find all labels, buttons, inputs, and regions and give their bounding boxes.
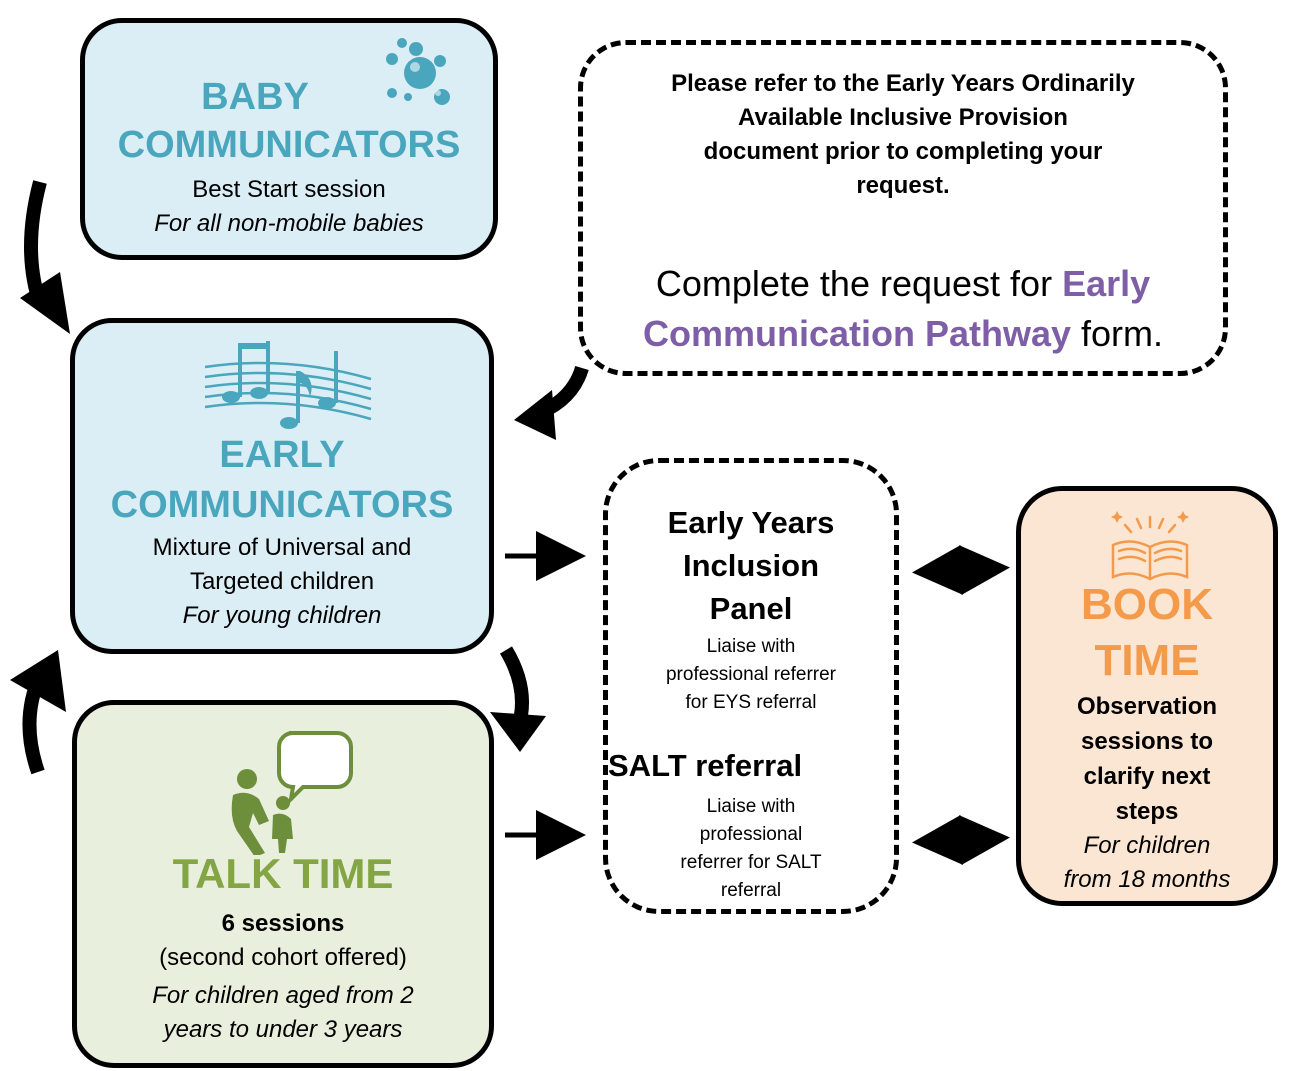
info-bold-line3: document prior to completing your <box>703 138 1103 165</box>
talk-sessions-text: 6 sessions <box>221 910 345 937</box>
early-audience-text: For young children <box>182 602 382 629</box>
arrow-info-to-early <box>514 365 589 440</box>
info-bold-line4: request. <box>856 172 950 199</box>
early-communicators-box: EARLY COMMUNICATORS Mixture of Universal… <box>70 318 494 654</box>
panel-desc1-line3: for EYS referral <box>685 692 817 713</box>
open-book-sparkle-icon <box>1111 511 1189 581</box>
baby-title-line2: COMMUNICATORS <box>117 124 461 166</box>
baby-audience-text: For all non-mobile babies <box>154 210 424 237</box>
early-title-line1: EARLY <box>219 434 345 476</box>
book-time-box: BOOK TIME Observation sessions to clarif… <box>1016 486 1278 906</box>
panel-title-line2: Inclusion <box>682 548 820 583</box>
panel-desc2-line3: referrer for SALT <box>680 852 822 873</box>
panel-desc2-line4: referral <box>720 880 782 901</box>
book-line4: steps <box>1115 798 1179 825</box>
early-mixture-text: Mixture of Universal and <box>152 534 412 561</box>
panel-title-line3: Panel <box>709 591 793 626</box>
info-complete-prefix: Complete the request for <box>655 263 1053 304</box>
request-info-box: Please refer to the Early Years Ordinari… <box>578 40 1228 376</box>
panel-desc1-line1: Liaise with <box>706 636 796 657</box>
book-line3: clarify next <box>1083 763 1211 790</box>
talk-title: TALK TIME <box>172 850 394 897</box>
info-bold-line2: Available Inclusive Provision <box>738 104 1068 131</box>
baby-communicators-box: BABY COMMUNICATORS Best Start session Fo… <box>80 18 498 260</box>
talk-audience-line1: For children aged from 2 <box>152 982 414 1009</box>
talk-cohort-text: (second cohort offered) <box>159 944 407 971</box>
salt-referral-title: SALT referral <box>608 748 803 783</box>
baby-session-text: Best Start session <box>192 176 386 203</box>
bubbles-icon <box>386 38 450 105</box>
info-highlight-pathway[interactable]: Communication Pathway <box>642 313 1072 354</box>
book-audience-line2: from 18 months <box>1063 866 1231 893</box>
book-audience-line1: For children <box>1083 832 1211 859</box>
talk-audience-line2: years to under 3 years <box>163 1016 403 1043</box>
arrow-baby-to-early <box>20 180 70 334</box>
info-highlight-early[interactable]: Early <box>1062 263 1151 304</box>
book-line2: sessions to <box>1080 728 1214 755</box>
talk-time-box: TALK TIME 6 sessions (second cohort offe… <box>72 700 494 1068</box>
arrow-panel-book-bottom <box>912 814 1010 866</box>
music-notes-icon <box>204 341 372 429</box>
panel-title-line1: Early Years <box>667 505 835 540</box>
arrow-talk-to-early <box>10 650 66 775</box>
arrow-panel-book-top <box>912 544 1010 596</box>
baby-title-line1: BABY <box>201 76 309 118</box>
panel-desc2-line2: professional <box>699 824 803 845</box>
adult-child-speech-icon <box>231 731 353 855</box>
inclusion-panel-box: Early Years Inclusion Panel Liaise with … <box>603 458 899 914</box>
early-title-line2: COMMUNICATORS <box>110 484 454 526</box>
panel-desc2-line1: Liaise with <box>706 796 796 817</box>
info-bold-line1: Please refer to the Early Years Ordinari… <box>671 70 1135 97</box>
info-complete-suffix: form. <box>1081 313 1164 354</box>
book-title-line1: BOOK <box>1081 580 1213 629</box>
early-targeted-text: Targeted children <box>189 568 375 595</box>
arrow-early-to-talk <box>490 646 546 752</box>
book-line1: Observation <box>1076 693 1218 720</box>
book-title-line2: TIME <box>1094 636 1200 685</box>
panel-desc1-line2: professional referrer <box>665 664 837 685</box>
